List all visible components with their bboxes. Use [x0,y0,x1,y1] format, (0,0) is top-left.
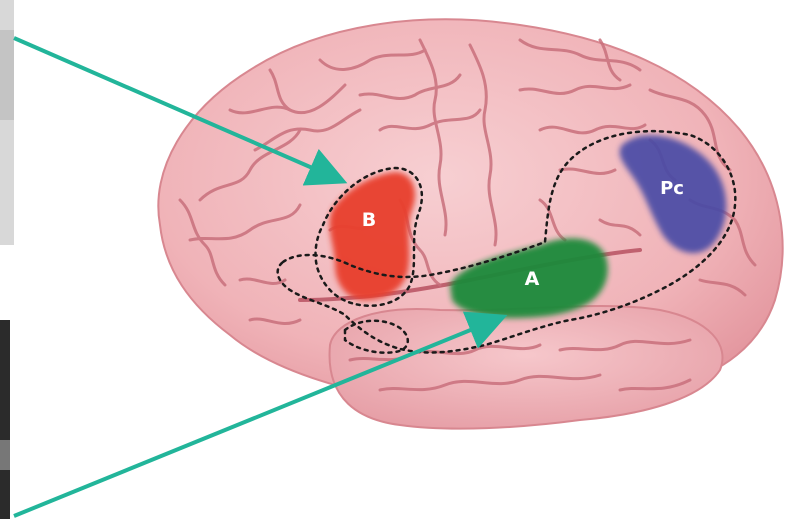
brain-lateral-view-icon: B A Pc [158,19,782,428]
region-label-precuneus: Pc [660,178,684,199]
photo-fragment-bottom [0,320,10,519]
region-label-broca: B [362,209,376,231]
region-label-wernicke: A [525,268,540,290]
temporal-lobe [330,306,723,429]
left-photo-fragments [0,0,14,519]
